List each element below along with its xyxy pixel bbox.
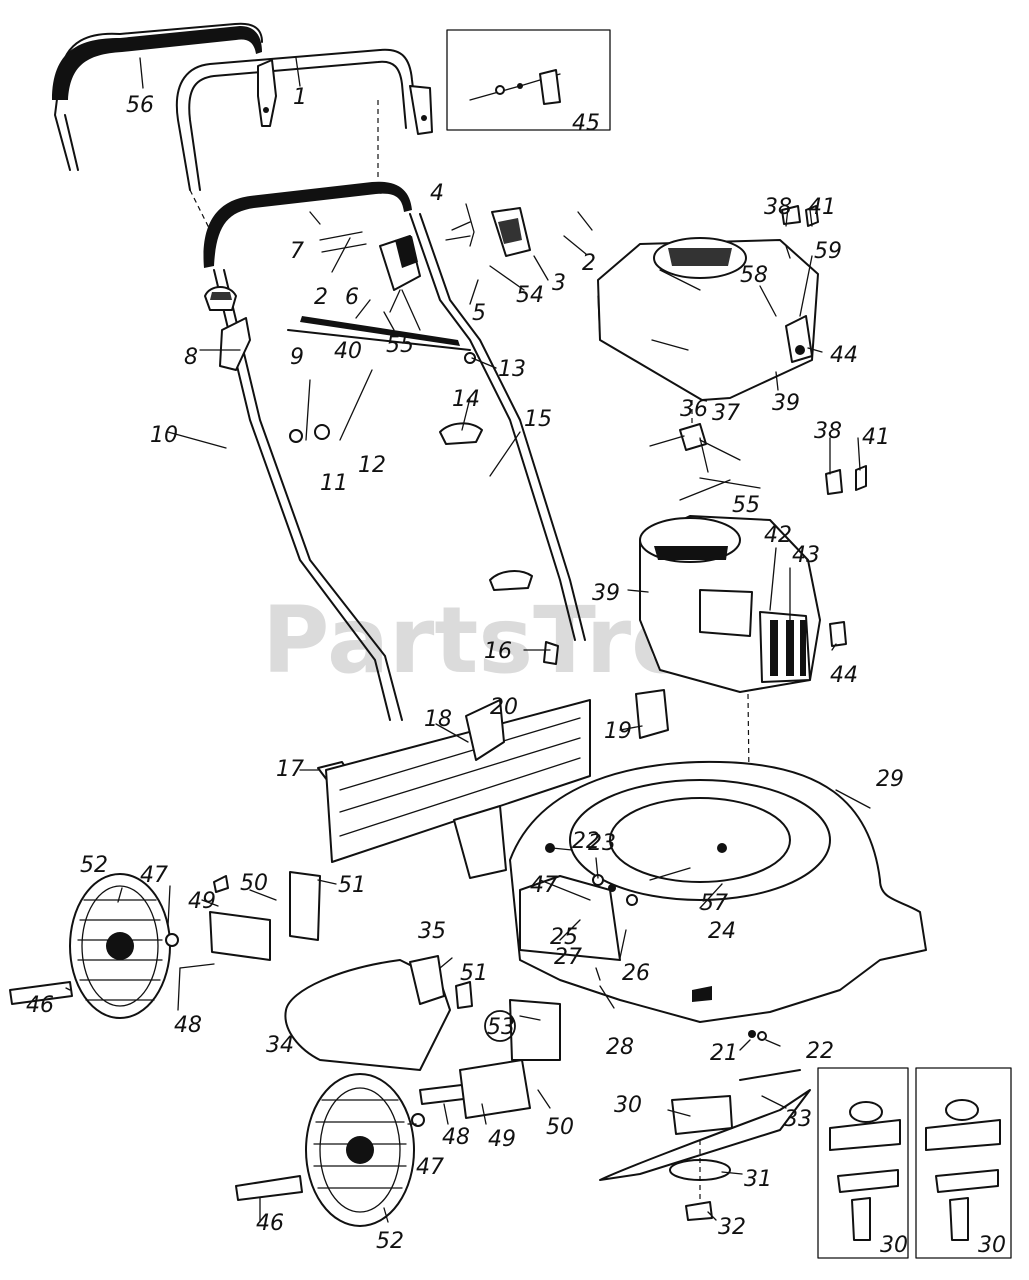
part-label-30b: 30	[880, 1233, 908, 1258]
control-parts	[189, 100, 593, 331]
part-label-55a: 55	[386, 333, 414, 358]
part-label-1: 1	[293, 85, 307, 110]
part-label-31: 31	[744, 1167, 772, 1192]
part-label-6: 6	[345, 285, 359, 310]
part-label-56: 56	[126, 93, 154, 118]
part-label-36: 36	[680, 397, 708, 422]
deck-housing-29	[325, 689, 927, 1041]
part-label-22a: 22	[572, 829, 600, 854]
lower-handle-assembly	[203, 181, 586, 721]
part-label-7: 7	[290, 239, 304, 264]
part-label-25: 25	[550, 925, 578, 950]
part-label-19: 19	[604, 719, 632, 744]
part-label-47a: 47	[140, 863, 168, 888]
part-label-12: 12	[358, 453, 386, 478]
part-label-32: 32	[718, 1215, 746, 1240]
engine-top-view	[597, 205, 819, 440]
part-label-44a: 44	[830, 343, 858, 368]
part-label-38a: 38	[764, 195, 792, 220]
part-label-33: 33	[784, 1107, 812, 1132]
part-label-44b: 44	[830, 663, 858, 688]
part-label-27: 27	[554, 945, 582, 970]
part-label-40: 40	[334, 339, 362, 364]
part-label-41b: 41	[862, 425, 890, 450]
wheel-left-front	[9, 871, 321, 1019]
part-label-49b: 49	[488, 1127, 516, 1152]
part-label-48a: 48	[174, 1013, 202, 1038]
part-label-20: 20	[490, 695, 518, 720]
part-label-54: 54	[516, 283, 544, 308]
part-label-47b: 47	[530, 873, 558, 898]
part-label-39b: 39	[592, 581, 620, 606]
part-label-46b: 46	[256, 1211, 284, 1236]
part-label-38b: 38	[814, 419, 842, 444]
part-label-8: 8	[184, 345, 198, 370]
part-label-49a: 49	[188, 889, 216, 914]
part-label-41a: 41	[808, 195, 836, 220]
part-label-50a: 50	[240, 871, 268, 896]
part-label-35: 35	[418, 919, 446, 944]
cross-bar-9	[300, 316, 460, 346]
part-label-52a: 52	[80, 853, 108, 878]
part-label-51b: 51	[460, 961, 488, 986]
inset-box-30-b	[915, 1067, 1012, 1259]
part-label-26: 26	[622, 961, 650, 986]
part-53-callout-circle	[484, 1010, 516, 1042]
part-label-39a: 39	[772, 391, 800, 416]
part-label-51a: 51	[338, 873, 366, 898]
part-label-10: 10	[150, 423, 178, 448]
part-label-59: 59	[814, 239, 842, 264]
part-label-43: 43	[792, 543, 820, 568]
handle-grip-56	[52, 26, 262, 100]
handle-grip-7	[203, 181, 412, 268]
part-label-17: 17	[276, 757, 304, 782]
inset-box-45	[446, 29, 611, 131]
part-label-18: 18	[424, 707, 452, 732]
part-label-3: 3	[552, 271, 566, 296]
part-label-22b: 22	[806, 1039, 834, 1064]
part-label-4: 4	[430, 181, 444, 206]
part-label-2b: 2	[582, 251, 596, 276]
part-label-50b: 50	[546, 1115, 574, 1140]
part-label-5: 5	[472, 301, 486, 326]
part-label-21: 21	[710, 1041, 738, 1066]
part-label-48b: 48	[442, 1125, 470, 1150]
upper-handle-assembly	[52, 22, 433, 191]
part-label-45: 45	[572, 111, 600, 136]
part-labels: 56 1 45 4 7 2 6 40 55 5 54 3 2 8 9 13 14…	[26, 85, 1006, 1258]
part-label-57: 57	[700, 891, 728, 916]
part-label-15: 15	[524, 407, 552, 432]
wheel-right-rear	[235, 981, 561, 1227]
part-label-24: 24	[708, 919, 736, 944]
part-label-53: 53	[487, 1015, 515, 1040]
leader-lines	[65, 57, 871, 1223]
part-label-47c: 47	[416, 1155, 444, 1180]
part-label-13: 13	[498, 357, 526, 382]
part-label-55b: 55	[732, 493, 760, 518]
part-label-37: 37	[712, 401, 740, 426]
part-label-16: 16	[484, 639, 512, 664]
rear-flap-34	[284, 955, 451, 1071]
part-label-9: 9	[290, 345, 304, 370]
part-label-34: 34	[266, 1033, 294, 1058]
part-label-29: 29	[876, 767, 904, 792]
part-label-14: 14	[452, 387, 480, 412]
part-label-28: 28	[606, 1035, 634, 1060]
inset-box-30-a	[817, 1067, 909, 1259]
part-label-11: 11	[320, 471, 348, 496]
part-label-46a: 46	[26, 993, 54, 1018]
part-label-30a: 30	[614, 1093, 642, 1118]
part-label-23: 23	[588, 831, 616, 856]
part-label-58: 58	[740, 263, 768, 288]
part-label-30c: 30	[978, 1233, 1006, 1258]
part-label-2a: 2	[314, 285, 328, 310]
blade-assembly	[599, 1069, 811, 1221]
part-label-42: 42	[764, 523, 792, 548]
part-label-52b: 52	[376, 1229, 404, 1254]
